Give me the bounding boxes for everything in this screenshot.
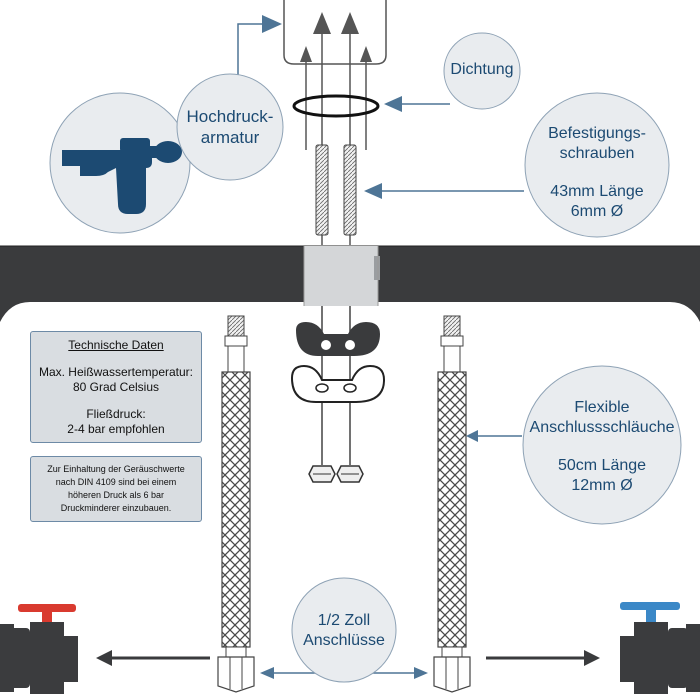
callout-arrow-hochdruck: [237, 15, 282, 82]
callout-arrow-befestigung: [364, 183, 524, 199]
callout-arrow-flexible: [466, 430, 522, 442]
zoll-label: 1/2 Zoll Anschlüsse: [294, 611, 394, 651]
rubber-plate: [296, 322, 380, 356]
tech-data-box: Technische Daten Max. Heißwassertemperat…: [30, 331, 202, 443]
hochdruck-label-line2: armatur: [200, 128, 260, 147]
note-box: Zur Einhaltung der Geräuschwerte nach DI…: [30, 456, 202, 522]
note-line1: Zur Einhaltung der Geräuschwerte: [47, 464, 185, 474]
mounting-hole: [303, 246, 380, 306]
zoll-label-line2: Anschlüsse: [303, 632, 385, 649]
callout-arrow-dichtung: [384, 96, 450, 112]
hochdruck-label-line1: Hochdruck-: [186, 107, 274, 126]
nut-right: [336, 465, 364, 483]
hose-left: [217, 315, 255, 693]
flexible-label-line1: Flexible: [574, 399, 630, 416]
zoll-label-line1: 1/2 Zoll: [317, 612, 371, 629]
note-line2: nach DIN 4109 sind bei einem: [55, 477, 177, 487]
gasket-ring: [292, 94, 380, 118]
fixing-screw-left: [315, 144, 329, 236]
hochdruck-circle: [176, 73, 284, 181]
faucet-base: [283, 0, 387, 65]
cold-water-valve-icon: [620, 602, 700, 694]
befestigung-spec-length: 43mm Länge: [550, 183, 644, 200]
tech-data-title: Technische Daten: [68, 338, 164, 352]
tech-data-pressure-line2: 2-4 bar empfohlen: [67, 422, 165, 436]
note-line4: Druckminderer einzubauen.: [60, 503, 172, 513]
tech-data-temp-line1: Max. Heißwassertemperatur:: [38, 365, 194, 379]
flexible-spec-diameter: 12mm Ø: [571, 477, 633, 494]
hot-water-valve-icon: [0, 604, 78, 694]
arrow-to-hot-valve: [96, 650, 210, 666]
befestigung-label: Befestigungs- schrauben 43mm Länge 6mm Ø: [530, 124, 664, 222]
fixing-screw-right: [343, 144, 357, 236]
befestigung-spec-diameter: 6mm Ø: [570, 203, 624, 220]
flexible-circle: [522, 365, 682, 525]
flexible-label-line2: Anschlussschläuche: [529, 419, 675, 436]
arrow-to-cold-valve: [486, 650, 600, 666]
dichtung-label: Dichtung: [444, 60, 520, 80]
befestigung-label-line2: schrauben: [559, 145, 635, 162]
befestigung-label-line1: Befestigungs-: [548, 125, 646, 142]
tech-data-pressure-line1: Fließdruck:: [86, 407, 146, 421]
befestigung-circle: [524, 92, 670, 238]
faucet-icon: [62, 138, 182, 214]
metal-plate: [290, 364, 386, 403]
flexible-label: Flexible Anschlussschläuche 50cm Länge 1…: [523, 398, 681, 496]
zoll-circle: [291, 577, 397, 683]
tech-data-temp-line2: 80 Grad Celsius: [72, 380, 160, 394]
note-line3: höheren Druck als 6 bar: [67, 490, 165, 500]
nut-left: [308, 465, 336, 483]
hose-right: [433, 315, 471, 693]
hochdruck-label: Hochdruck- armatur: [176, 106, 284, 148]
dichtung-label-text: Dichtung: [450, 61, 514, 78]
flexible-spec-length: 50cm Länge: [557, 457, 647, 474]
dichtung-circle: [443, 32, 521, 110]
